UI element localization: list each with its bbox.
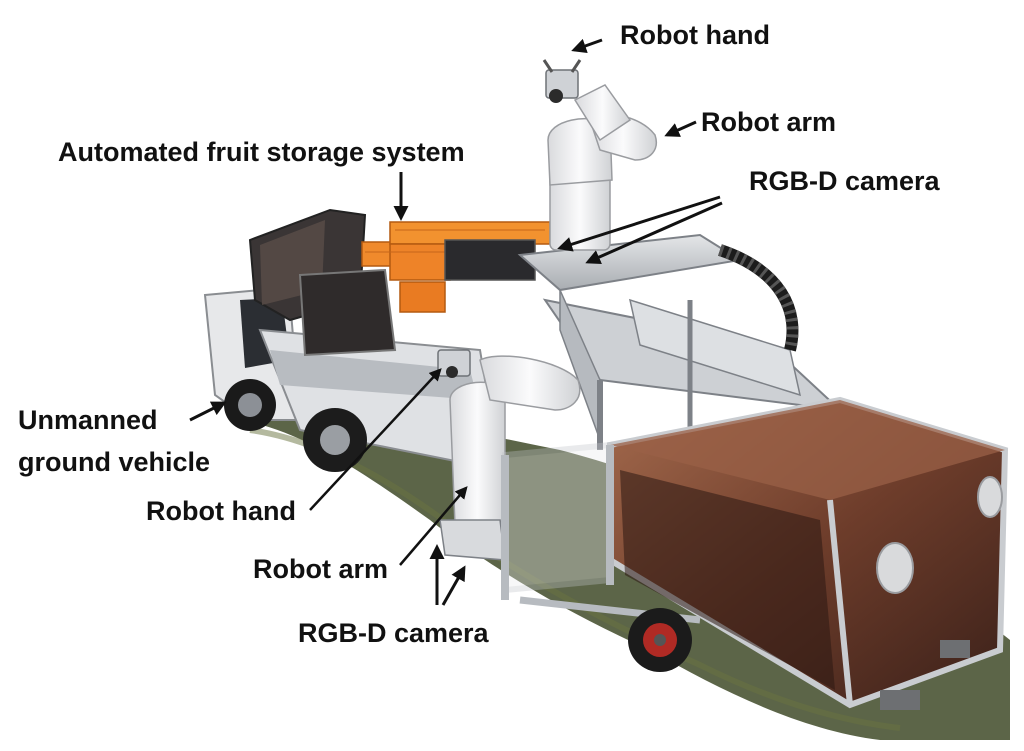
arrow-robot-hand-top: [571, 38, 603, 54]
label-robot-hand-bottom: Robot hand: [146, 496, 296, 526]
label-storage-system: Automated fruit storage system: [58, 137, 465, 167]
arrow-rgbd-top-1: [557, 195, 721, 252]
arrow-robot-arm-top: [664, 120, 697, 137]
arrow-robot-hand-bottom: [309, 368, 442, 511]
label-rgbd-camera-top: RGB-D camera: [749, 166, 940, 196]
aluminium-gantry: [517, 233, 843, 450]
arrow-rgbd-bottom-2: [441, 565, 466, 606]
label-ugv-line1: Unmanned: [18, 405, 158, 435]
annotation-arrows: [189, 38, 723, 606]
label-ugv: Unmanned ground vehicle: [18, 400, 210, 484]
unmanned-ground-vehicle: [203, 208, 502, 472]
fruit-storage-crates: [361, 221, 551, 313]
arrow-rgbd-top-2: [585, 201, 723, 265]
front-frame-trailer: [501, 441, 701, 672]
label-robot-hand-top: Robot hand: [620, 20, 770, 50]
label-rgbd-camera-bottom: RGB-D camera: [298, 618, 489, 648]
label-ugv-line2: ground vehicle: [18, 446, 211, 477]
upper-robot-arm: [542, 59, 657, 251]
label-robot-arm-top: Robot arm: [701, 107, 836, 137]
sensor-enclosure-box: [607, 396, 1009, 710]
lower-robot-arm: [437, 349, 581, 561]
arrow-robot-arm-bottom: [399, 486, 468, 566]
label-robot-arm-bottom: Robot arm: [253, 554, 388, 584]
arrow-ugv: [189, 401, 227, 422]
